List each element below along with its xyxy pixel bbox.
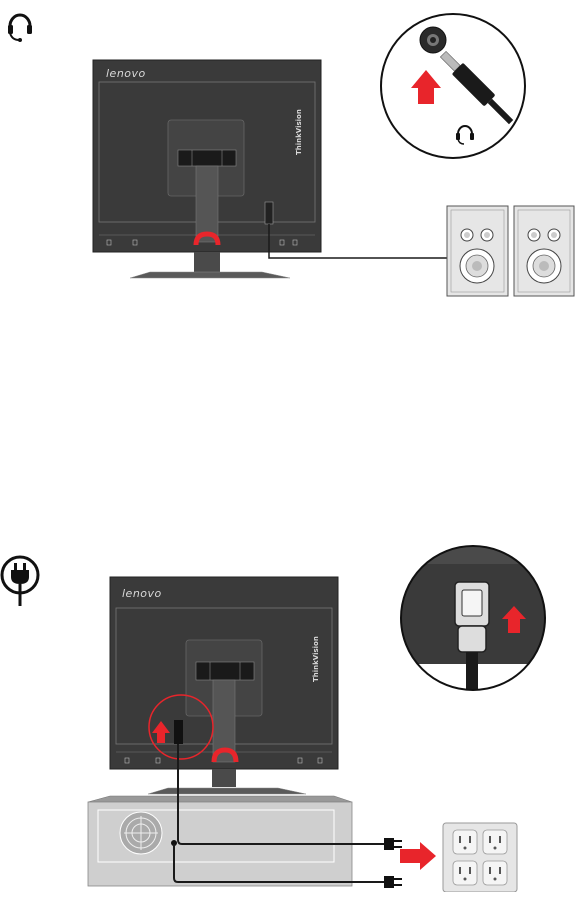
monitor-brand-logo: lenovo (106, 67, 146, 80)
monitor-sub-brand: ThinkVision (295, 109, 303, 155)
audio-connection-diagram: lenovo ThinkVision (0, 0, 576, 310)
speaker-left (447, 206, 508, 296)
monitor-back: lenovo ThinkVision (110, 577, 338, 794)
audio-connection-panel: lenovo ThinkVision (0, 0, 576, 310)
power-plug-icon (2, 557, 38, 606)
insert-arrow-icon (400, 842, 436, 870)
monitor-sub-brand: ThinkVision (312, 636, 320, 682)
monitor-brand-logo: lenovo (122, 587, 162, 600)
speaker-right (514, 206, 574, 296)
power-plug (384, 838, 402, 850)
power-connection-panel: lenovo ThinkVision (0, 530, 576, 892)
power-connector-callout (400, 546, 546, 692)
headphone-icon (8, 15, 32, 42)
audio-jack-callout (381, 14, 525, 158)
power-strip (88, 796, 352, 886)
wall-outlet-icon (443, 823, 517, 892)
power-connection-diagram: lenovo ThinkVision (0, 530, 576, 892)
monitor-back: lenovo ThinkVision (93, 60, 321, 278)
power-plug (384, 876, 402, 888)
